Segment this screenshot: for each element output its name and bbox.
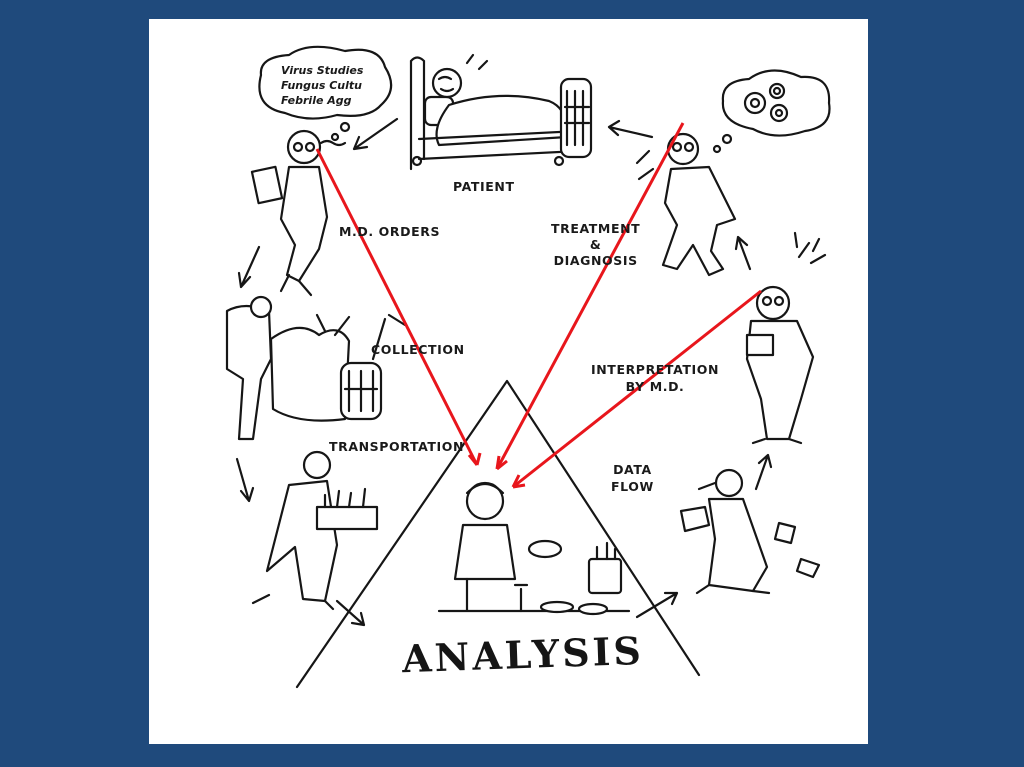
- diagram-panel: Virus Studies Fungus Cultu Febrile Agg P…: [149, 19, 868, 744]
- doctor-orders-figure: [250, 129, 329, 297]
- label-analysis: ANALYSIS: [401, 627, 645, 682]
- transport-figure: [251, 450, 379, 611]
- patient-in-bed-figure: [409, 53, 593, 171]
- analysis-triangle: [295, 379, 701, 689]
- arrow-analysis-to-dataflow: [635, 591, 679, 619]
- arrow-patient-to-md: [352, 117, 399, 151]
- label-data-flow: DATA FLOW: [611, 461, 654, 495]
- thought-line-febrile: Febrile Agg: [281, 94, 352, 107]
- orders-thought-bubble: [258, 45, 393, 147]
- label-treatment-line2: &: [589, 237, 602, 252]
- label-transportation: TRANSPORTATION: [329, 439, 465, 454]
- arrow-collection-to-transport: [235, 457, 255, 503]
- analyst-figure: [437, 481, 631, 616]
- gears-thought-bubble: [712, 69, 831, 154]
- data-flow-figure: [679, 468, 821, 595]
- label-interpretation-line1: INTERPRETATION: [591, 362, 720, 377]
- arrow-md-to-collection: [237, 245, 261, 289]
- lab-cycle-illustration: [225, 45, 831, 689]
- label-interpretation: INTERPRETATION BY M.D.: [591, 361, 719, 395]
- thought-line-virus: Virus Studies: [281, 64, 364, 77]
- arrow-treatment-to-patient: [607, 119, 654, 139]
- red-arrow-from-treatment: [495, 122, 685, 470]
- thought-line-fungus: Fungus Cultu: [281, 79, 362, 92]
- interpretation-figure: [745, 231, 827, 445]
- label-interpretation-line2: BY M.D.: [625, 379, 685, 394]
- label-collection: COLLECTION: [371, 342, 465, 357]
- label-md-orders: M.D. ORDERS: [339, 224, 441, 239]
- thought-bubble-text: Virus Studies Fungus Cultu Febrile Agg: [281, 63, 363, 108]
- treatment-figure: [635, 132, 737, 277]
- label-data-flow-line2: FLOW: [611, 479, 654, 494]
- highlight-arrows: [315, 122, 762, 489]
- arrow-interp-to-treatment: [734, 235, 752, 271]
- cycle-arrows: [235, 117, 773, 627]
- label-treatment-diagnosis: TREATMENT & DIAGNOSIS: [551, 221, 640, 269]
- red-arrow-from-interpretation: [512, 289, 762, 489]
- arrow-dataflow-to-interp: [754, 453, 773, 491]
- collection-figure: [225, 295, 407, 441]
- arrow-transport-to-analysis: [335, 599, 366, 627]
- label-patient: PATIENT: [453, 179, 515, 194]
- red-arrow-from-md-orders: [315, 148, 479, 466]
- label-treatment-line1: TREATMENT: [551, 221, 641, 236]
- label-data-flow-line1: DATA: [613, 462, 652, 477]
- label-treatment-line3: DIAGNOSIS: [553, 253, 638, 268]
